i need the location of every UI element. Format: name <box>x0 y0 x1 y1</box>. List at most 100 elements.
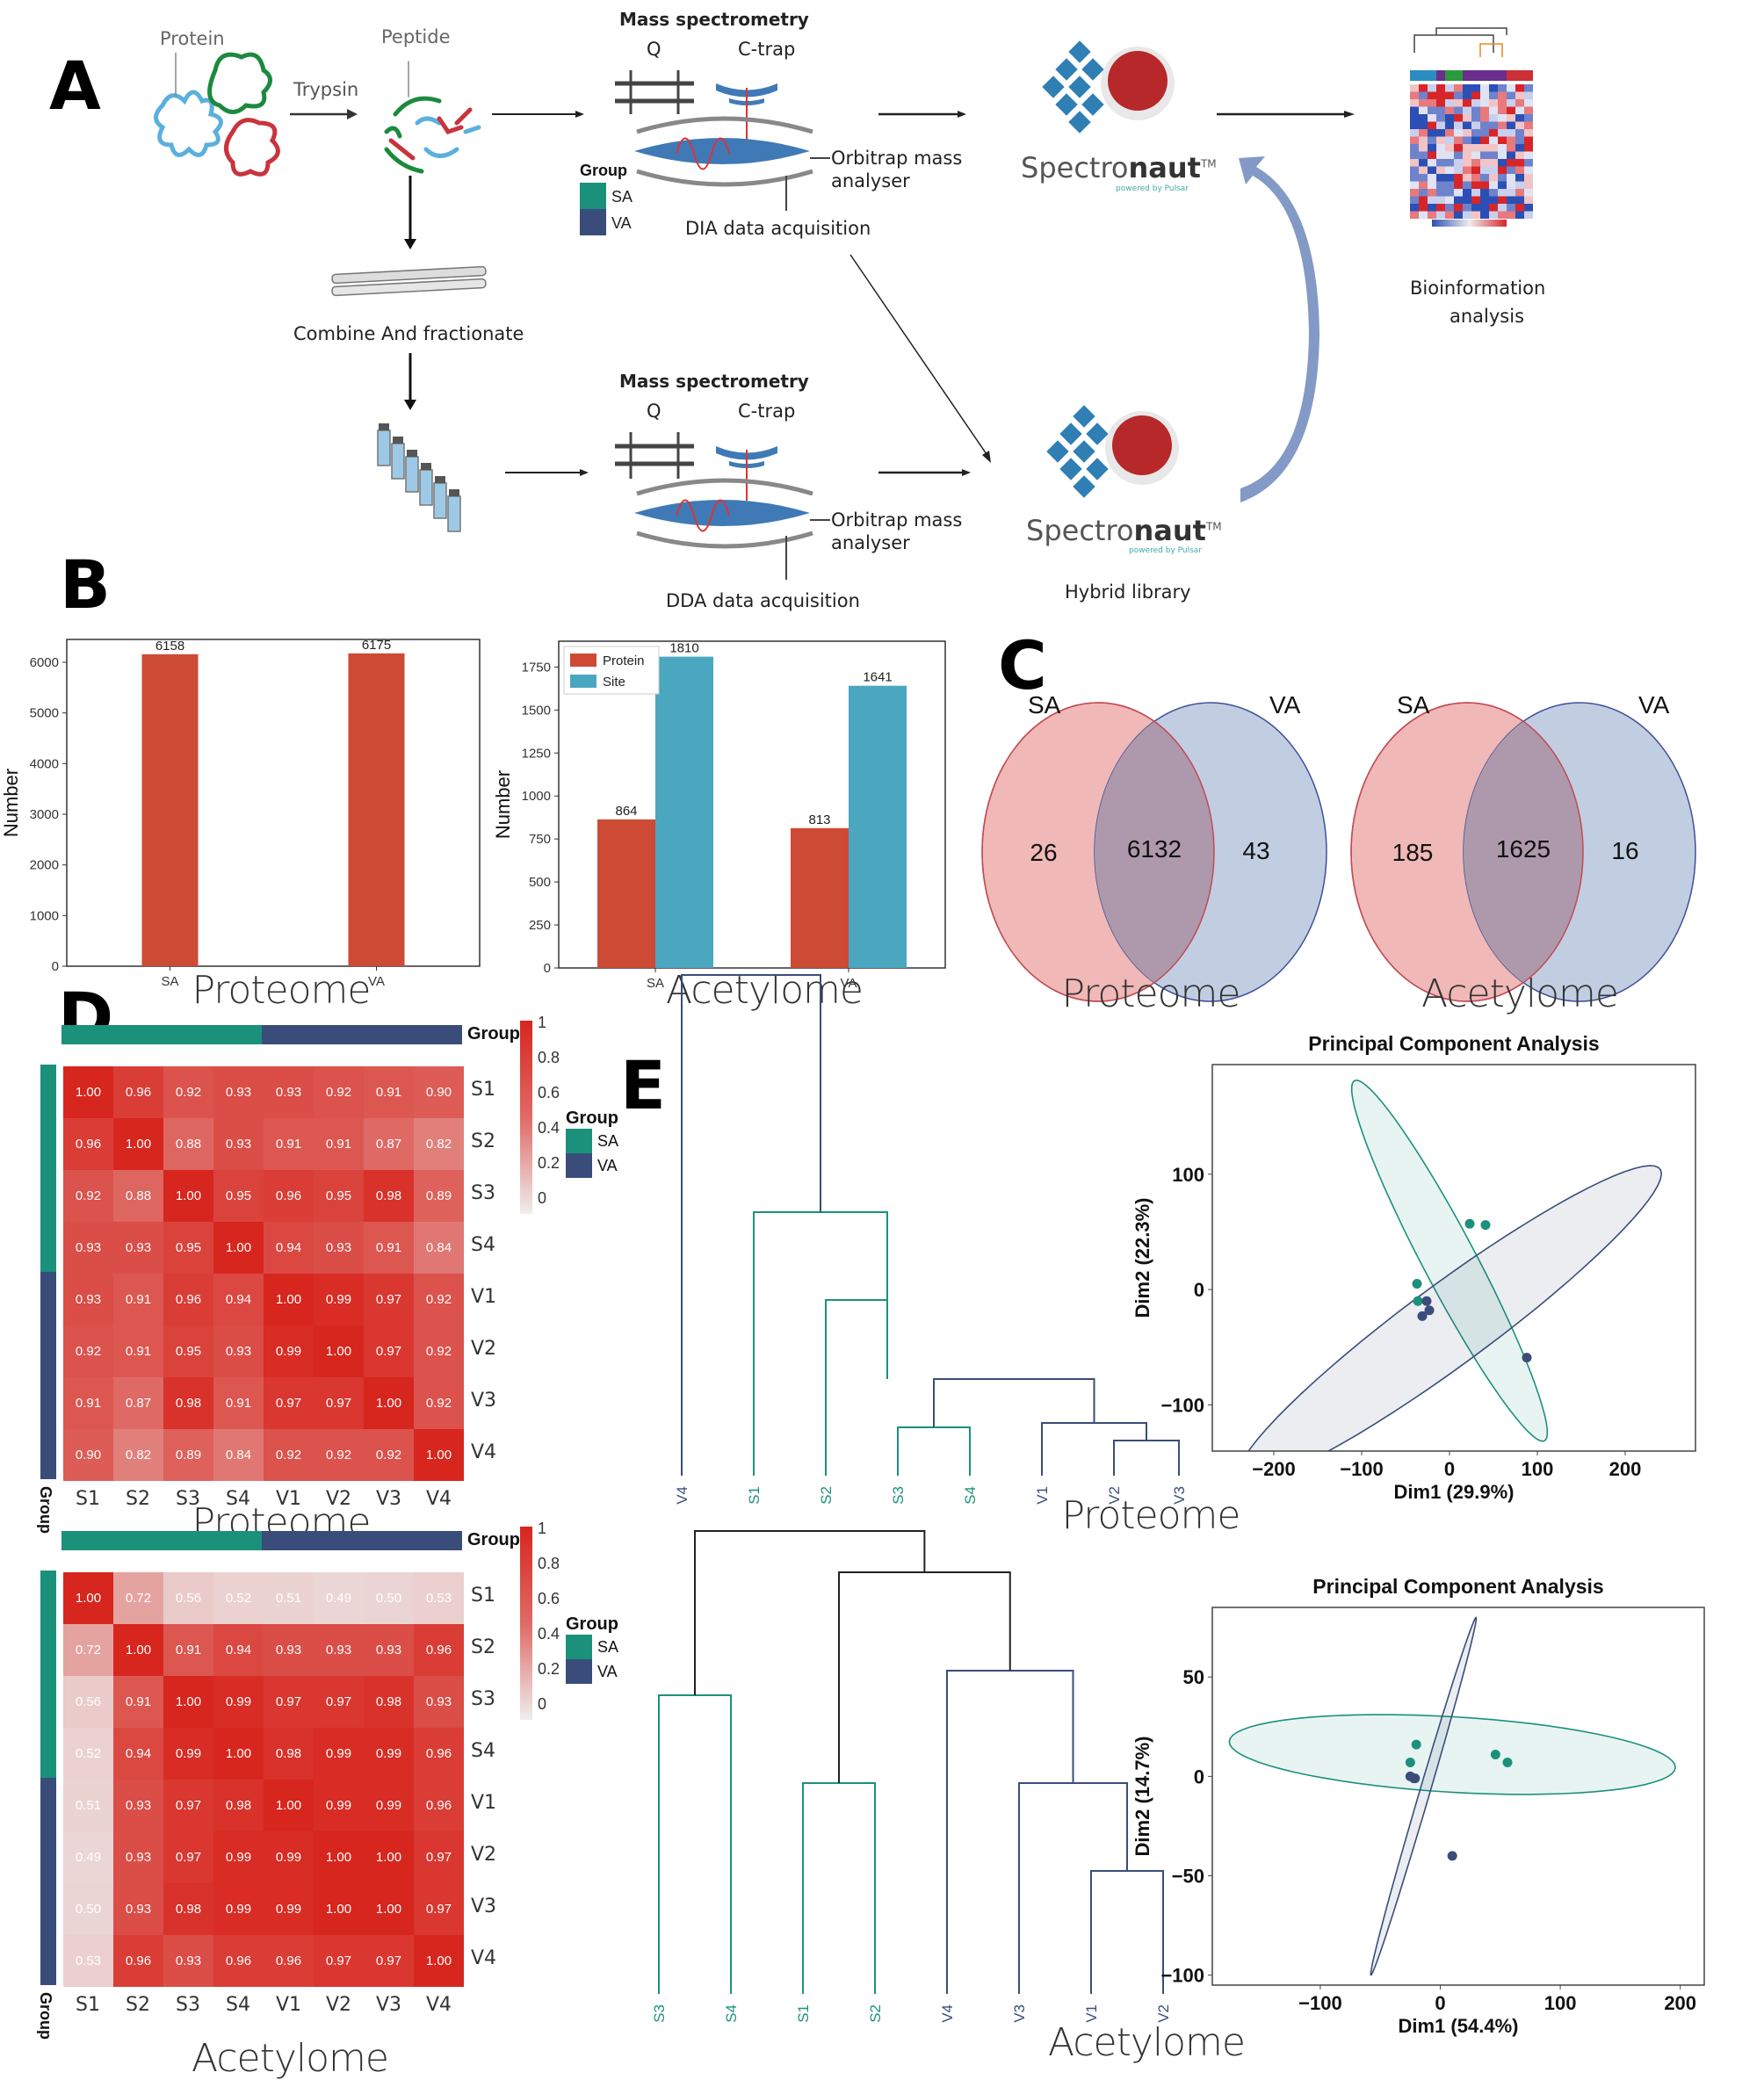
spectronaut-tm: TM <box>1200 157 1217 170</box>
thumb-cell <box>1419 114 1428 122</box>
group-bar-sa <box>61 1531 262 1550</box>
venn-overlap <box>1464 703 1583 1001</box>
mass-spec-icon <box>615 70 830 211</box>
thumb-cell <box>1410 84 1419 92</box>
heatmap-cell: 0.93 <box>364 1624 414 1676</box>
col-label: V2 <box>326 1488 352 1510</box>
thumb-cell <box>1515 129 1524 137</box>
heatmap-cell: 0.82 <box>113 1429 163 1481</box>
thumb-cell <box>1428 174 1436 182</box>
heatmap-cell: 0.93 <box>163 1935 213 1987</box>
thumb-cell <box>1524 204 1533 212</box>
bar <box>655 656 713 968</box>
panel-letter-c: C <box>998 626 1047 704</box>
col-label: S4 <box>226 1488 250 1510</box>
thumb-cell <box>1428 159 1436 167</box>
thumb-cell <box>1454 129 1463 137</box>
col-label: S1 <box>76 1994 100 2016</box>
thumb-cell <box>1410 99 1419 107</box>
thumb-cell <box>1454 151 1463 159</box>
venn-count-both: 6132 <box>1127 835 1182 863</box>
thumb-cell <box>1498 159 1507 167</box>
data-label: 1810 <box>669 641 698 656</box>
thumb-cell <box>1463 136 1471 144</box>
thumb-cell <box>1419 84 1428 92</box>
thumb-cell <box>1463 196 1471 204</box>
venn-set-a-outline <box>981 702 1215 1002</box>
thumb-cell <box>1419 196 1428 204</box>
chart-title: Principal Component Analysis <box>1312 1575 1603 1598</box>
thumb-cell <box>1471 174 1480 182</box>
thumb-cell <box>1410 121 1419 129</box>
heatmap-cell: 0.53 <box>414 1572 464 1624</box>
heatmap-cell: 0.91 <box>163 1624 213 1676</box>
thumb-cell <box>1524 114 1533 122</box>
thumb-cell <box>1463 114 1471 122</box>
thumb-cell <box>1436 159 1445 167</box>
thumb-cell <box>1436 114 1445 122</box>
heatmap-cell: 0.94 <box>213 1624 264 1676</box>
row-label: S4 <box>471 1740 495 1762</box>
x-tick-label: −100 <box>1298 1992 1342 2014</box>
leaf-label: V4 <box>939 2004 956 2023</box>
thumb-cell <box>1454 106 1463 114</box>
group-bar-sa <box>61 1025 262 1044</box>
thumb-cell <box>1436 84 1445 92</box>
thumb-cell <box>1524 144 1533 152</box>
leaf-label: S4 <box>723 2004 740 2023</box>
y-axis-label: Number <box>492 770 514 839</box>
heatmap-cell: 0.99 <box>264 1831 314 1883</box>
thumb-cell <box>1498 129 1507 137</box>
thumb-cell <box>1419 91 1428 99</box>
leaf-label: V1 <box>1083 2004 1100 2023</box>
thumb-cell <box>1410 166 1419 174</box>
ms-bottom-ctrap: C-trap <box>738 401 796 422</box>
y-tick-label: 1000 <box>522 789 551 804</box>
thumb-cell <box>1480 174 1489 182</box>
thumb-cell <box>1489 189 1498 197</box>
legend-title: Group <box>566 1108 618 1128</box>
venn-count-b-only: 16 <box>1611 837 1638 864</box>
heatmap-cell: 0.97 <box>264 1676 314 1728</box>
confidence-ellipse-va <box>1370 1616 1478 1976</box>
thumb-cell <box>1445 174 1454 182</box>
thumb-cell <box>1436 151 1445 159</box>
heatmap-cell: 0.84 <box>213 1429 264 1481</box>
heatmap-cell: 0.99 <box>264 1883 314 1935</box>
panel-letter-e: E <box>620 1046 666 1124</box>
leaf-label: S4 <box>962 1486 979 1505</box>
thumb-cell <box>1507 91 1515 99</box>
thumb-cell <box>1454 136 1463 144</box>
thumb-cell <box>1419 204 1428 212</box>
heatmap-cell: 1.00 <box>314 1883 364 1935</box>
protein-icon <box>154 52 280 177</box>
heatmap-cell: 0.84 <box>414 1222 464 1274</box>
heatmap-cell: 0.92 <box>414 1274 464 1325</box>
plot-frame <box>1211 1064 1696 1452</box>
thumb-cell <box>1471 189 1480 197</box>
legend-label: VA <box>597 1156 618 1174</box>
thumb-cell <box>1463 166 1471 174</box>
thumb-cell <box>1410 196 1419 204</box>
trypsin-label: Trypsin <box>293 79 359 100</box>
acetylome-bar-chart: 02505007501000125015001750NumberSA864181… <box>492 640 946 991</box>
x-tick-label: 0 <box>1444 1458 1455 1480</box>
heatmap-cell: 0.99 <box>314 1274 364 1325</box>
ms-top-orbitrap-2: analyser <box>831 170 910 191</box>
heatmap-cell: 0.93 <box>314 1222 364 1274</box>
thumb-cell <box>1419 189 1428 197</box>
thumb-cell <box>1419 99 1428 107</box>
thumb-cell <box>1445 91 1454 99</box>
y-tick-label: 1000 <box>30 908 59 923</box>
data-point-sa <box>1413 1296 1423 1306</box>
venn-label-b: VA <box>1638 691 1670 719</box>
thumb-cell <box>1515 99 1524 107</box>
heatmap-cell: 0.96 <box>213 1935 264 1987</box>
venn-count-a-only: 26 <box>1030 839 1057 866</box>
x-tick-label: SA <box>161 974 178 989</box>
heatmap-cell: 0.94 <box>213 1274 264 1325</box>
thumb-cell <box>1489 91 1498 99</box>
thumb-cell <box>1428 91 1436 99</box>
leaf-label: S2 <box>867 2004 884 2023</box>
data-point-sa <box>1464 1218 1475 1229</box>
